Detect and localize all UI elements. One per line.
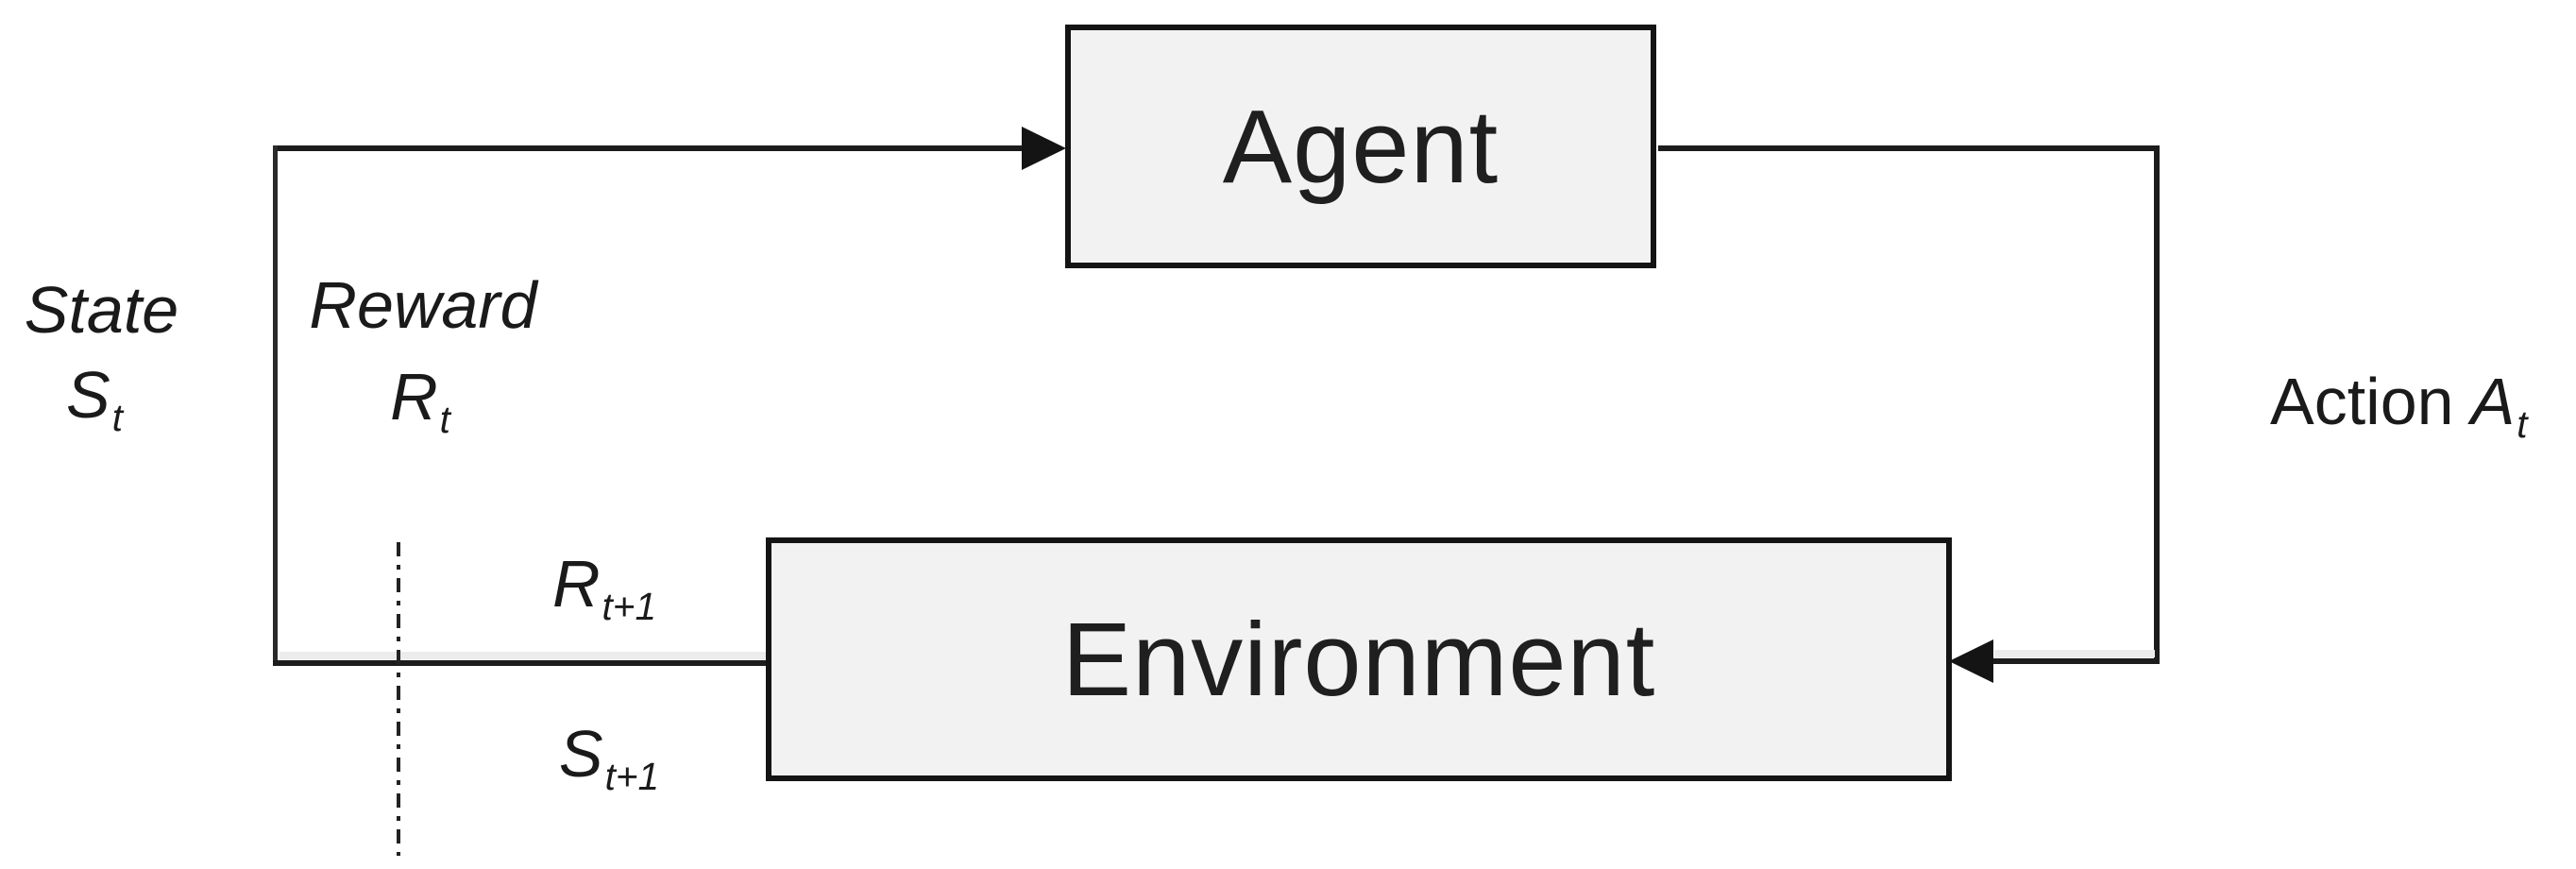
reward-symbol-text: R	[390, 360, 438, 434]
state-word-text: State	[24, 273, 179, 347]
time-step-divider-line	[397, 542, 400, 856]
environment-node: Environment	[766, 537, 1952, 781]
agent-to-action-line	[1658, 145, 2160, 151]
state-symbol-text: S	[66, 358, 110, 432]
next-state-subscript: t+1	[604, 754, 660, 798]
arrowhead-right-icon	[1022, 127, 1066, 170]
environment-output-line	[273, 660, 768, 666]
next-state-symbol: St+1	[534, 721, 685, 795]
reward-symbol: Rt	[349, 364, 491, 438]
next-state-symbol-text: S	[558, 717, 603, 791]
reward-word-text: Reward	[309, 268, 537, 342]
next-reward-symbol: Rt+1	[534, 551, 675, 625]
state-reward-to-agent-line	[273, 145, 1024, 151]
reward-subscript: t	[439, 397, 450, 441]
arrowhead-left-icon	[1949, 639, 1993, 683]
action-subscript: t	[2517, 401, 2528, 446]
left-line-shadow	[280, 652, 766, 659]
right-action-rail-line	[2154, 145, 2160, 664]
agent-label: Agent	[1222, 88, 1500, 205]
action-symbol-text: A	[2470, 365, 2516, 438]
environment-label: Environment	[1061, 601, 1656, 718]
reward-label: Reward	[305, 272, 541, 338]
agent-node: Agent	[1065, 25, 1656, 268]
next-reward-subscript: t+1	[602, 584, 657, 628]
right-line-shadow	[1994, 650, 2155, 657]
state-symbol: St	[24, 362, 165, 436]
state-subscript: t	[111, 395, 123, 439]
action-to-environment-line	[1992, 658, 2160, 664]
next-reward-symbol-text: R	[551, 547, 601, 621]
state-label: State	[0, 277, 203, 343]
action-word-text: Action	[2270, 365, 2454, 438]
left-feedback-rail-line	[273, 145, 278, 666]
